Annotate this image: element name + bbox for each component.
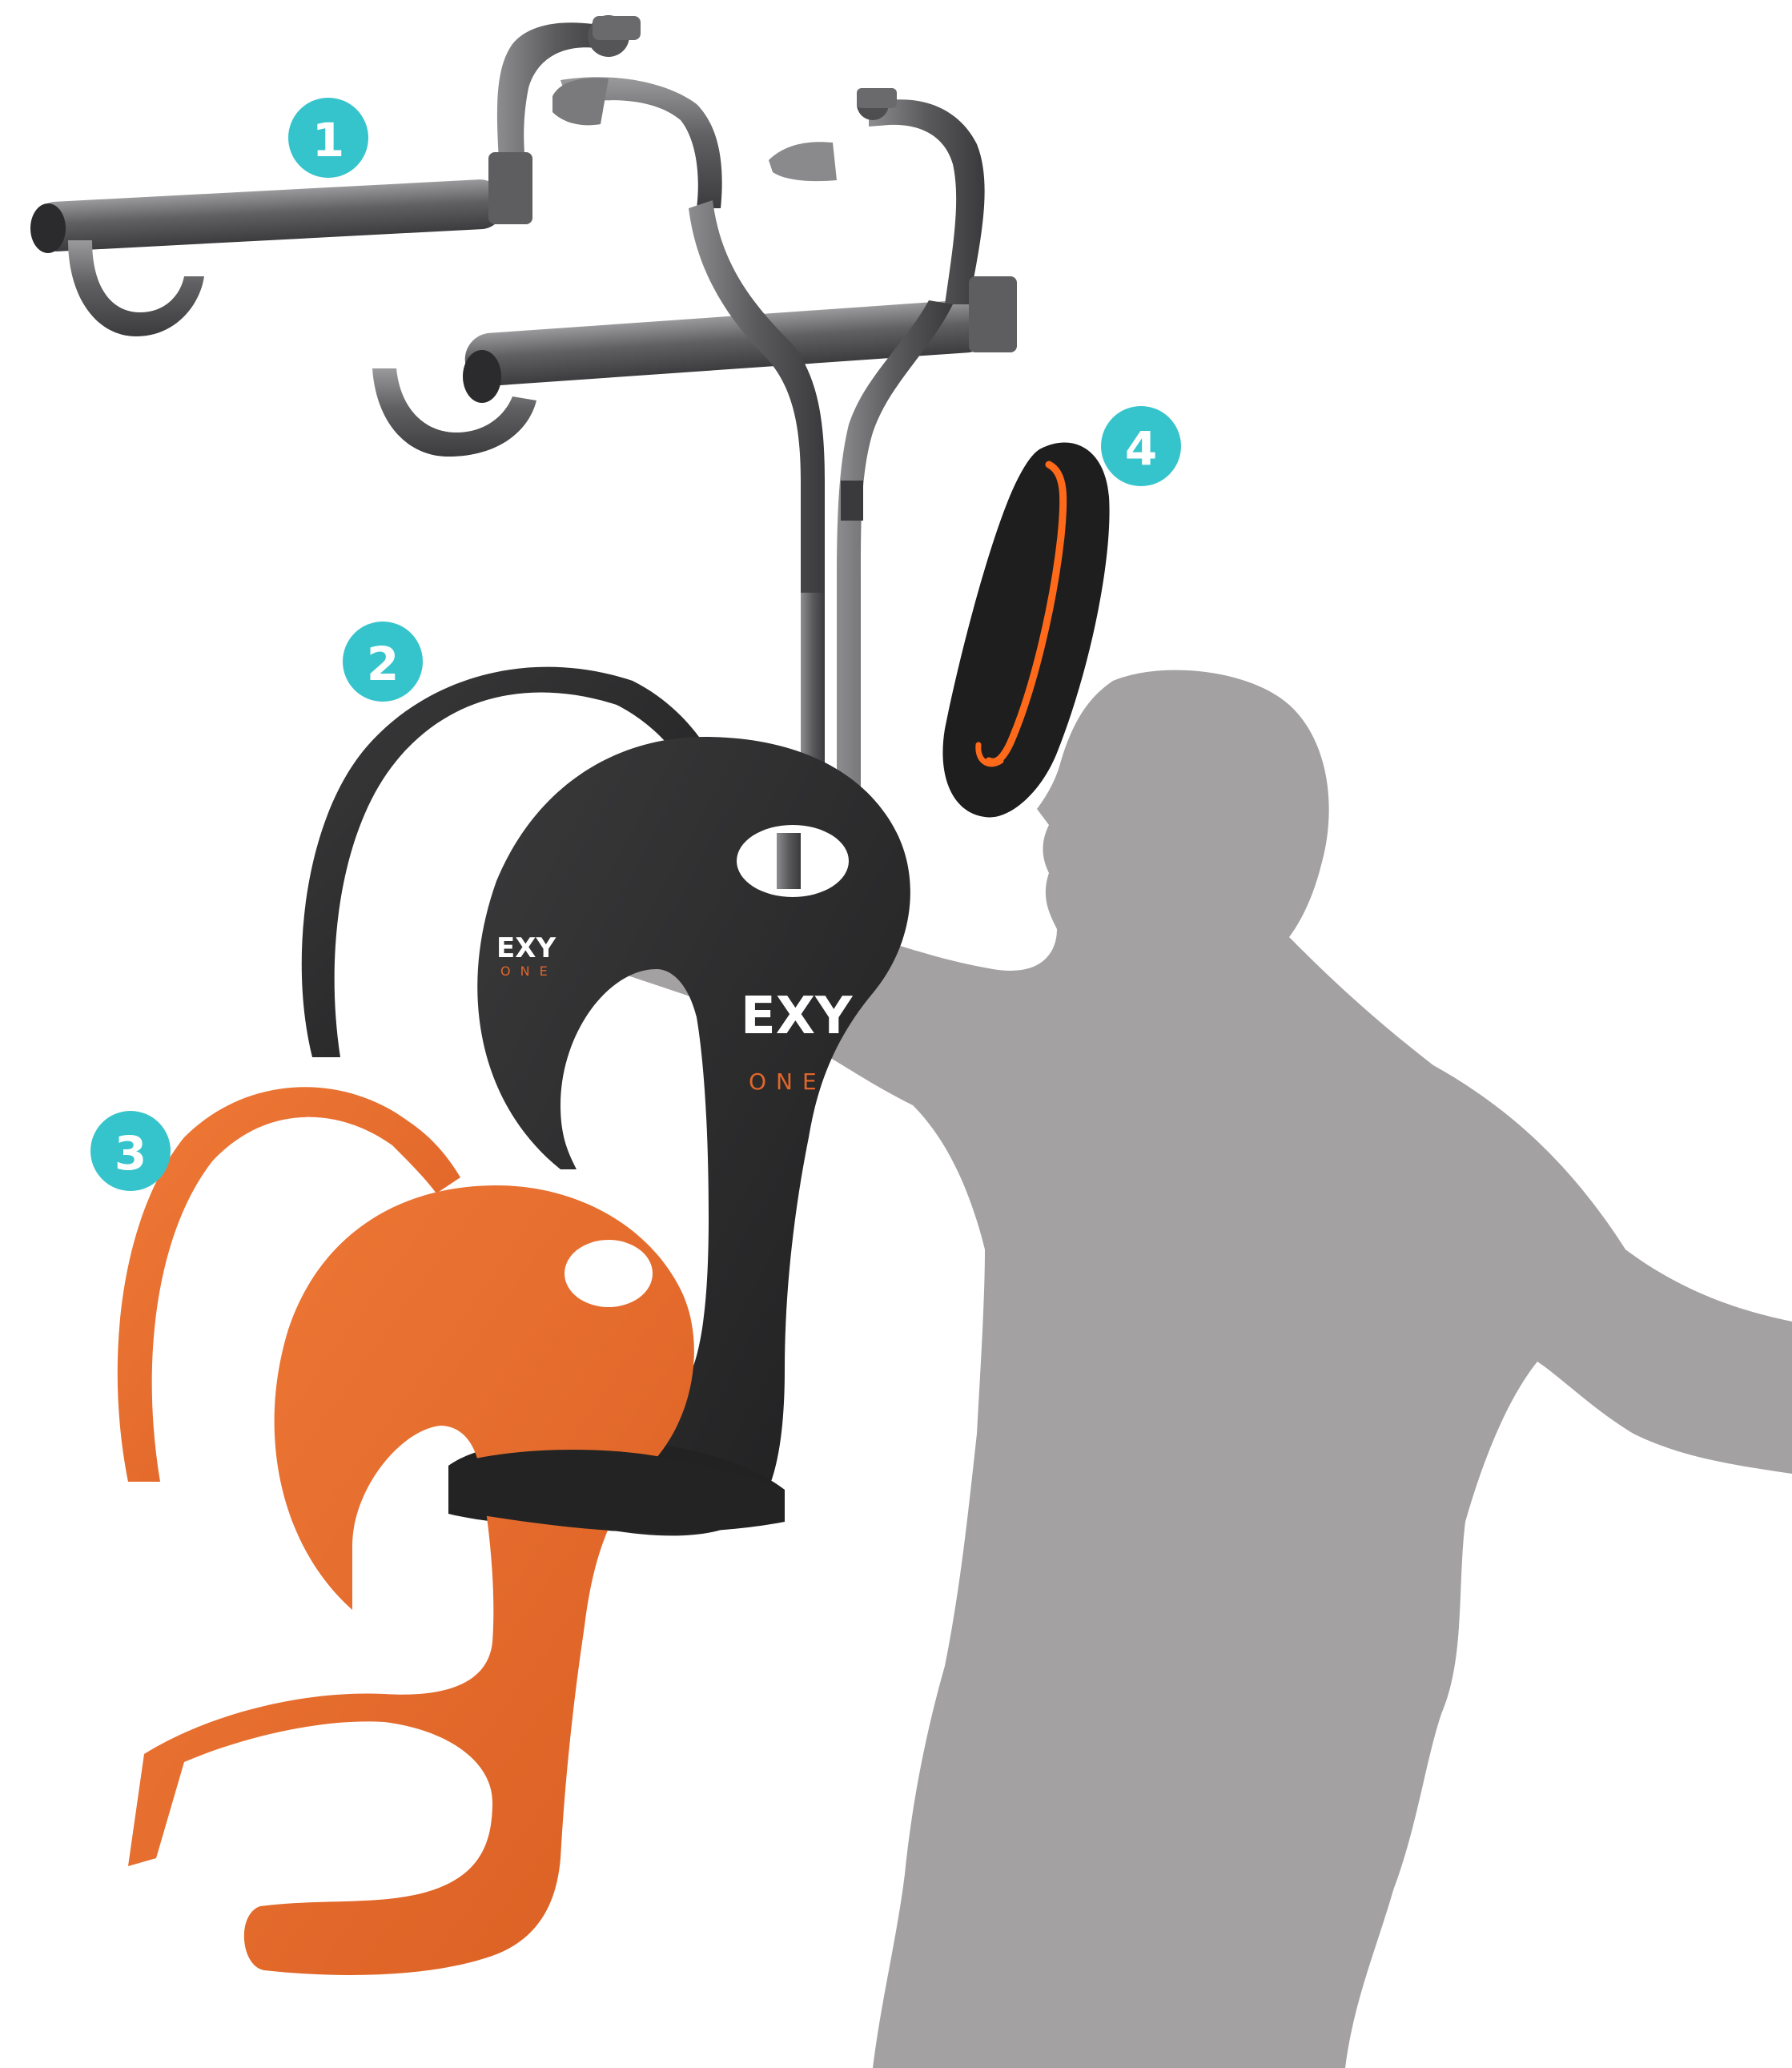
svg-text:2: 2 — [367, 637, 399, 691]
logo-main: EXY — [741, 987, 853, 1046]
callout-1: 1 — [288, 98, 368, 178]
svg-text:1: 1 — [312, 113, 344, 167]
callout-2: 2 — [343, 622, 423, 702]
metal-frame-icon — [30, 15, 1017, 849]
callout-3: 3 — [90, 1111, 171, 1191]
orange-harness-icon — [118, 1087, 785, 1975]
logo-sub: ONE — [749, 1068, 826, 1095]
svg-text:4: 4 — [1125, 421, 1157, 476]
logo-main-small: EXY — [496, 932, 556, 964]
callout-4: 4 — [1101, 406, 1181, 486]
logo-sub-small: ONE — [500, 964, 557, 979]
svg-text:3: 3 — [115, 1126, 147, 1181]
